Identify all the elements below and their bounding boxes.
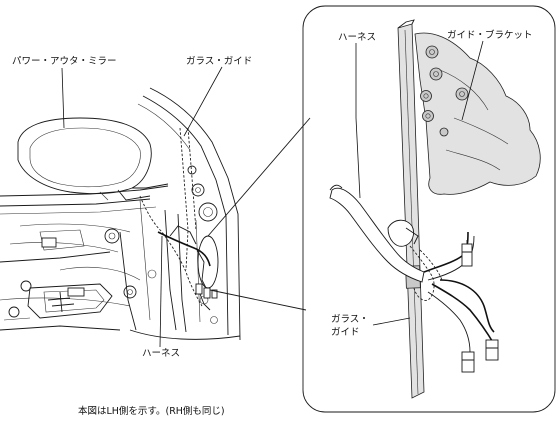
detail-view — [302, 5, 556, 413]
label-glass-guide: ガラス・ガイド — [186, 56, 252, 67]
caption: 本図はLH側を示す。(RH側も同じ) — [78, 405, 225, 417]
harness-connector-upper — [461, 243, 473, 267]
harness-connector-lower-left — [461, 351, 475, 373]
harness-bundle — [329, 187, 425, 283]
leader-lines — [61, 40, 484, 348]
label-power-outer-mirror: パワー・アウタ・ミラー — [12, 56, 117, 67]
harness-connector-lower-right — [485, 339, 499, 361]
label-guide-bracket: ガイド・ブラケット — [447, 29, 533, 41]
side-mirror — [17, 117, 169, 201]
zoom-connector — [197, 117, 311, 311]
label-harness: ハーネス — [142, 348, 180, 359]
guide-bracket — [414, 32, 541, 195]
label-glass-guide-detail-1: ガラス・ — [331, 314, 369, 325]
door-overview — [0, 87, 241, 341]
label-harness-detail: ハーネス — [338, 32, 376, 43]
label-glass-guide-detail-2: ガイド — [331, 327, 360, 338]
detail-frame — [302, 5, 556, 413]
